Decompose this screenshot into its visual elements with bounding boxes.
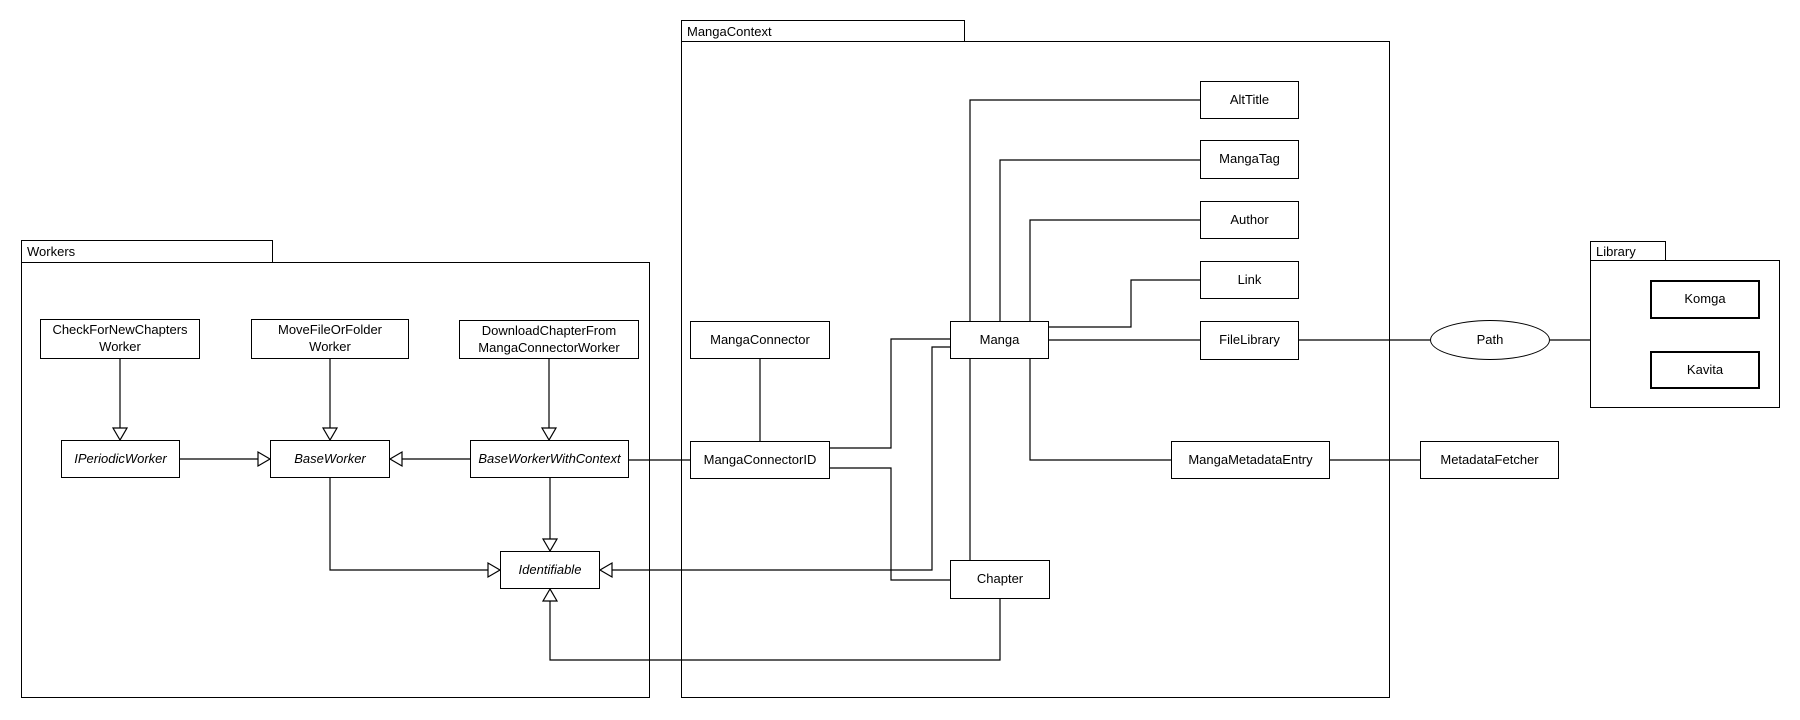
class-identifiable[interactable]: Identifiable: [500, 551, 600, 589]
package-workers-body: [21, 262, 650, 698]
class-label: Chapter: [976, 571, 1024, 587]
class-label: Komga: [1684, 291, 1726, 307]
generalization-arrowhead: [321, 427, 339, 442]
class-manga-connector-id[interactable]: MangaConnectorID: [690, 441, 830, 479]
class-check-for-new-chapters-worker[interactable]: CheckForNewChapters Worker: [40, 319, 200, 359]
package-workers-tab[interactable]: Workers: [21, 240, 273, 263]
generalization-arrowhead: [598, 561, 613, 579]
generalization-arrowhead: [541, 587, 559, 602]
class-label: Author: [1230, 211, 1269, 227]
class-label: CheckForNewChapters: [52, 322, 188, 338]
ellipse-path[interactable]: Path: [1430, 320, 1550, 360]
class-komga[interactable]: Komga: [1650, 280, 1760, 319]
edge-manga-to-identifiable: [612, 346, 950, 571]
class-link[interactable]: Link: [1200, 261, 1299, 299]
generalization-arrowhead: [257, 450, 272, 468]
class-label: Worker: [99, 339, 141, 354]
package-library-tab[interactable]: Library: [1590, 241, 1666, 261]
class-download-chapter-from-manga-connector-worker[interactable]: DownloadChapterFrom MangaConnectorWorker: [459, 320, 639, 359]
edge-chapter-to-identifiable: [549, 599, 1001, 661]
edge-baseworker-to-identifiable: [329, 478, 488, 571]
edge-manga-author: [1029, 219, 1200, 321]
class-label: MangaConnectorID: [703, 451, 817, 467]
generalization-arrowhead: [111, 427, 129, 442]
class-base-worker-with-context[interactable]: BaseWorkerWithContext: [470, 440, 629, 478]
package-library-label: Library: [1596, 243, 1636, 259]
edge-manga-mangatag: [999, 159, 1200, 321]
generalization-arrowhead: [541, 538, 559, 553]
class-author[interactable]: Author: [1200, 201, 1299, 239]
package-mangacontext-label: MangaContext: [687, 23, 772, 39]
class-label: MangaTag: [1219, 151, 1280, 167]
class-manga[interactable]: Manga: [950, 321, 1049, 359]
class-label: MetadataFetcher: [1440, 451, 1539, 467]
class-label: Worker: [309, 339, 351, 354]
class-manga-tag[interactable]: MangaTag: [1200, 140, 1299, 179]
package-workers-label: Workers: [27, 244, 76, 259]
class-manga-connector[interactable]: MangaConnector: [690, 321, 830, 359]
package-library-body: [1590, 260, 1780, 408]
class-iperiodic-worker[interactable]: IPeriodicWorker: [61, 440, 180, 478]
edge-mangaconnectorid-chapter: [830, 467, 950, 581]
class-label: MoveFileOrFolder: [277, 322, 383, 338]
package-mangacontext-tab[interactable]: MangaContext: [681, 20, 965, 42]
class-label: Manga: [979, 331, 1020, 347]
class-label: FileLibrary: [1219, 332, 1280, 348]
class-label: Path: [1476, 331, 1504, 347]
class-chapter[interactable]: Chapter: [950, 560, 1050, 599]
class-label: IPeriodicWorker: [74, 450, 167, 466]
class-label: Link: [1237, 271, 1262, 287]
class-label: Kavita: [1686, 361, 1724, 377]
generalization-arrowhead: [487, 561, 502, 579]
class-label: DownloadChapterFrom: [481, 322, 617, 338]
edge-manga-alttitle: [969, 99, 1200, 321]
class-label: MangaConnectorWorker: [478, 339, 620, 355]
class-base-worker[interactable]: BaseWorker: [270, 440, 390, 478]
class-manga-metadata-entry[interactable]: MangaMetadataEntry: [1171, 441, 1330, 479]
class-label: Identifiable: [518, 561, 582, 577]
class-metadata-fetcher[interactable]: MetadataFetcher: [1420, 441, 1559, 479]
package-mangacontext-body: [681, 41, 1390, 698]
class-move-file-or-folder-worker[interactable]: MoveFileOrFolder Worker: [251, 319, 409, 359]
class-label: MangaConnector: [710, 331, 810, 347]
class-label: MangaMetadataEntry: [1188, 451, 1313, 467]
class-kavita[interactable]: Kavita: [1650, 351, 1760, 389]
edge-mangaconnectorid-manga: [830, 338, 950, 449]
class-label: BaseWorker: [294, 450, 366, 466]
generalization-arrowhead: [540, 427, 558, 442]
generalization-arrowhead: [388, 450, 403, 468]
edge-manga-mangametadataentry: [1029, 359, 1171, 461]
class-label: BaseWorkerWithContext: [478, 450, 621, 466]
class-alt-title[interactable]: AltTitle: [1200, 81, 1299, 119]
class-file-library[interactable]: FileLibrary: [1200, 321, 1299, 360]
edge-manga-link: [1049, 279, 1200, 328]
class-label: AltTitle: [1229, 91, 1270, 107]
